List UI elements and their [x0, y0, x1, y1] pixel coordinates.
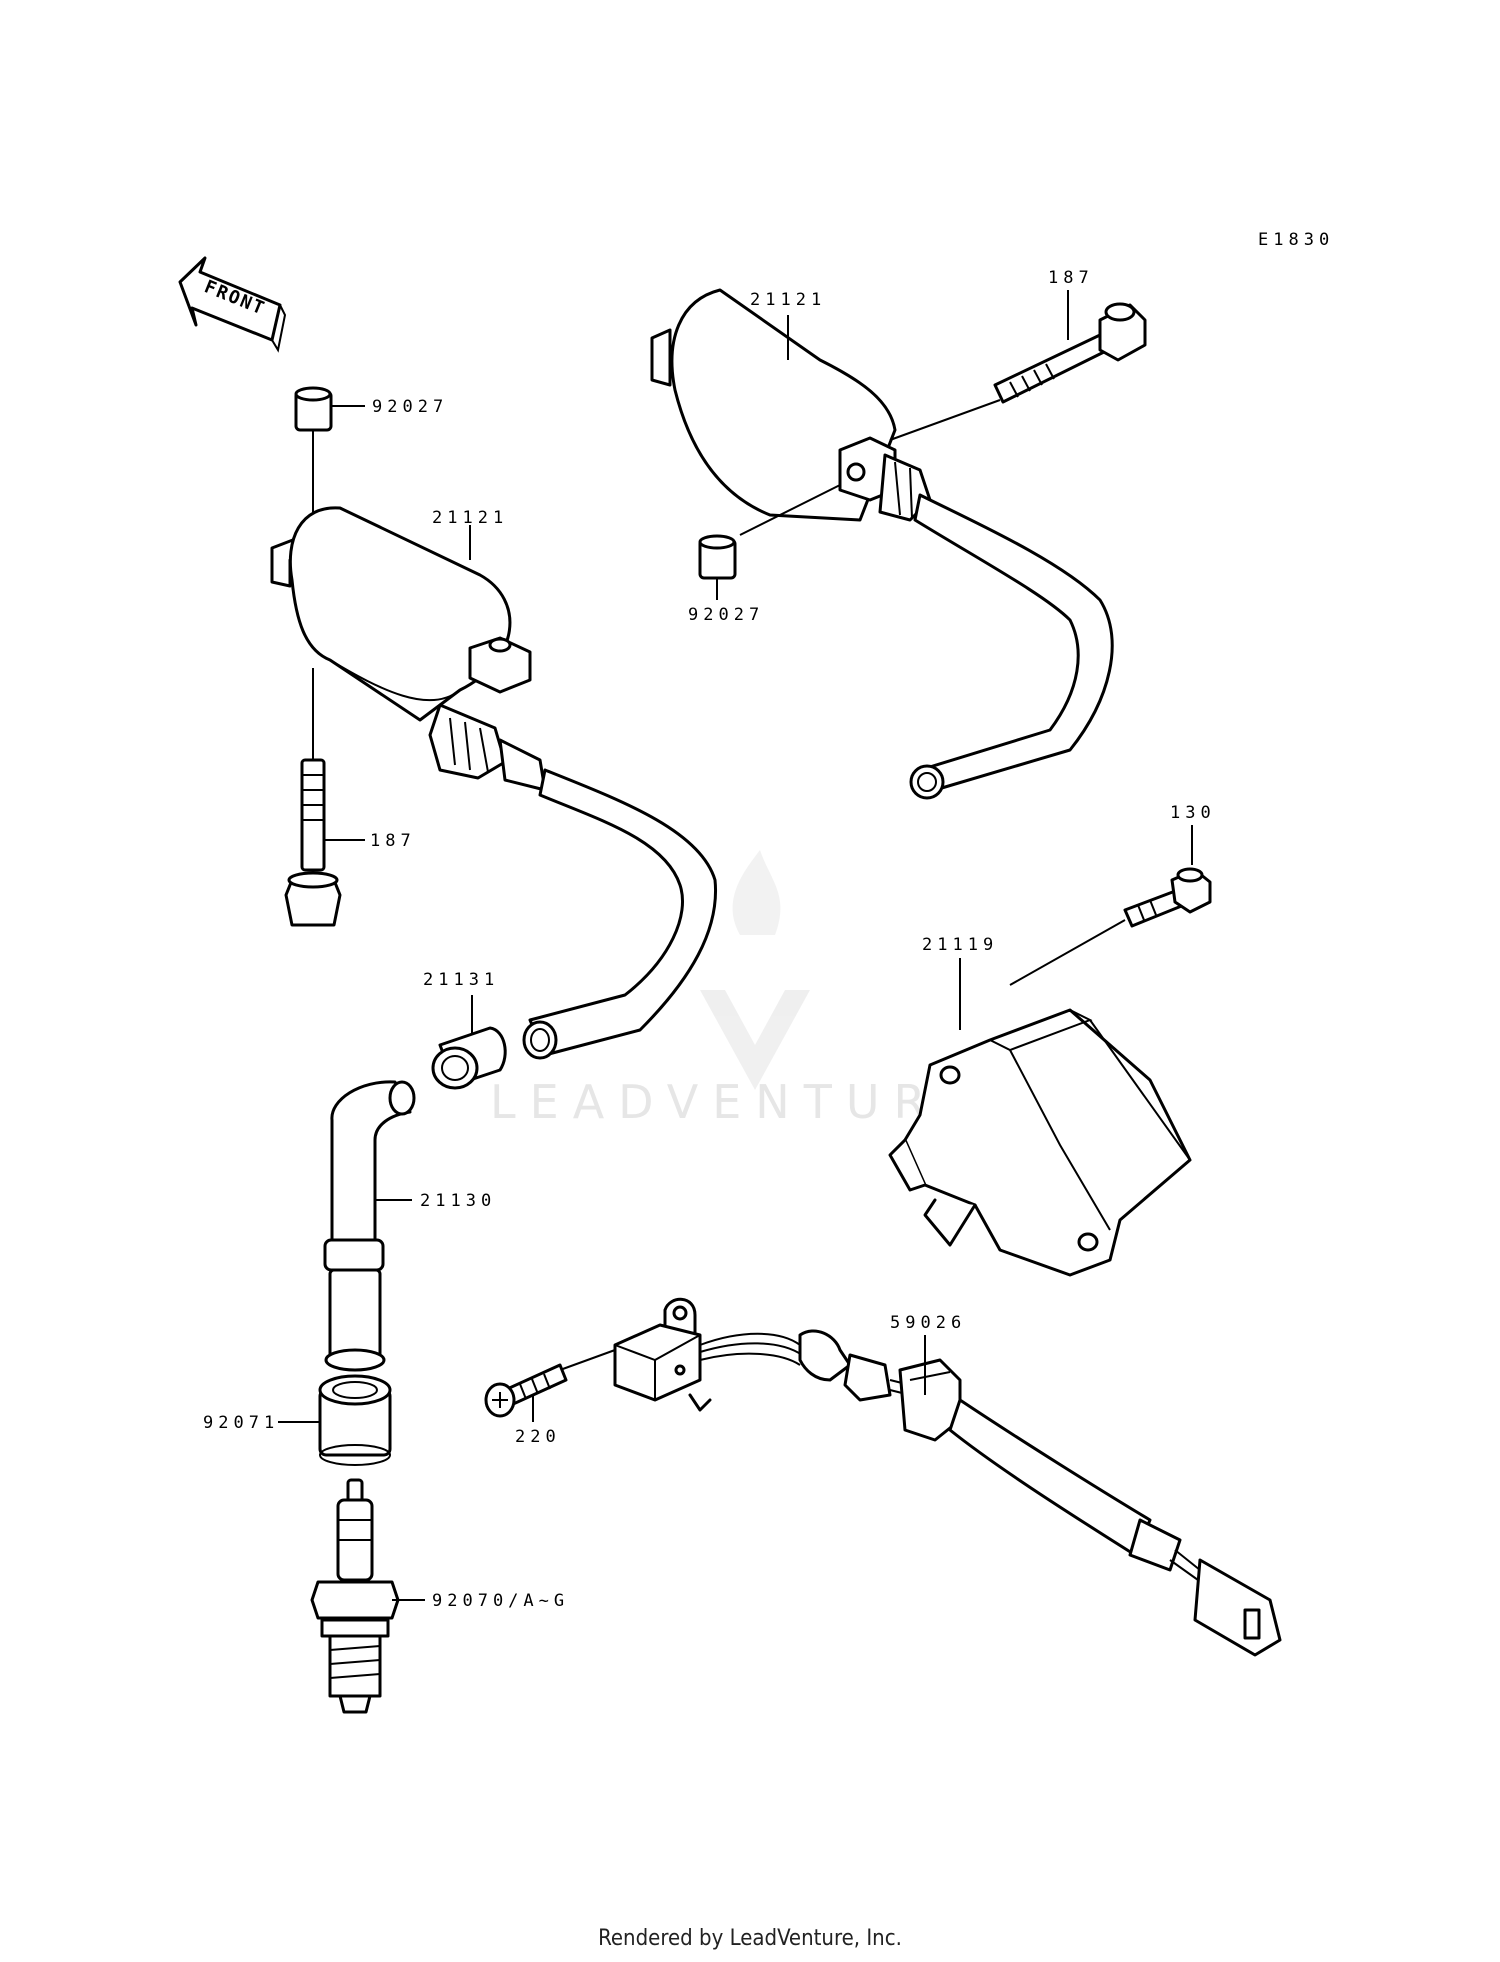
label-187-left: 187	[370, 831, 416, 851]
igniter-21119	[888, 919, 1192, 1277]
label-21119: 21119	[922, 935, 998, 955]
collar-92027-right	[698, 484, 841, 600]
label-92027-right: 92027	[688, 605, 764, 625]
label-220: 220	[515, 1427, 561, 1447]
label-92071: 92071	[203, 1413, 279, 1433]
bolt-130	[1123, 825, 1212, 928]
label-187-right: 187	[1048, 268, 1094, 288]
ignition-coil-right	[650, 288, 1114, 800]
label-21121-right: 21121	[750, 290, 826, 310]
label-21131: 21131	[423, 970, 499, 990]
label-59026: 59026	[890, 1313, 966, 1333]
label-21130: 21130	[420, 1191, 496, 1211]
spark-plug-92070	[310, 1478, 425, 1714]
label-92027-left: 92027	[372, 397, 448, 417]
label-92070: 92070/A~G	[432, 1591, 569, 1611]
front-arrow-icon: FRONT	[178, 256, 287, 353]
footer-credit: Rendered by LeadVenture, Inc.	[598, 1926, 902, 1951]
seal-92071	[278, 1374, 392, 1466]
plug-cap-21130	[323, 1080, 416, 1372]
label-21121-left: 21121	[432, 508, 508, 528]
bolt-187-left	[284, 668, 365, 927]
cap-nut-21131	[431, 995, 507, 1090]
pickup-coil-59026	[613, 1297, 1282, 1657]
label-130: 130	[1170, 803, 1216, 823]
watermark-logo	[700, 850, 810, 1090]
watermark-text: LEADVENTURE	[490, 1075, 983, 1129]
diagram-code: E1830	[1258, 230, 1334, 250]
screw-220	[484, 1349, 616, 1422]
collar-92027-left	[294, 386, 365, 520]
ignition-coil-left	[270, 506, 718, 1060]
bolt-187-right	[889, 290, 1147, 441]
